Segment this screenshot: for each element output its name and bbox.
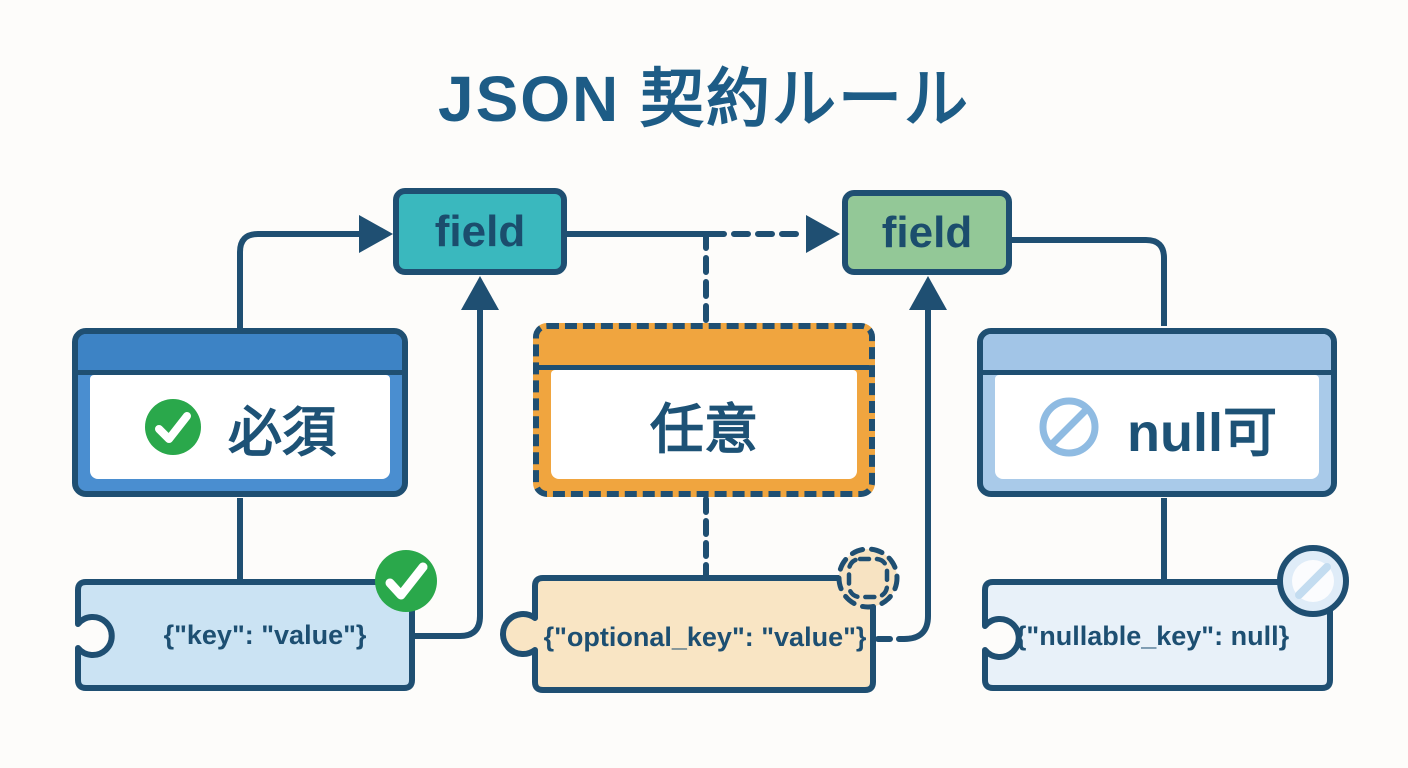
arrowhead-up-into-field-left <box>461 276 499 310</box>
json-snippet-required: {"key": "value"} <box>163 619 367 650</box>
rule-card-required: 必須 <box>72 328 408 497</box>
field-node-left-label: field <box>434 206 526 256</box>
rule-card-optional-body: 任意 <box>551 370 857 479</box>
field-node-left: field <box>393 188 567 275</box>
rule-card-required-header <box>78 334 402 375</box>
rule-card-nullable: null可 <box>977 328 1337 497</box>
check-circle-badge <box>375 550 437 612</box>
field-node-right: field <box>842 190 1012 275</box>
check-circle-icon <box>144 398 202 456</box>
rule-card-optional-header <box>539 329 869 370</box>
rule-card-nullable-header <box>983 334 1331 375</box>
rule-card-required-body: 必須 <box>90 375 390 479</box>
field-node-right-label: field <box>881 207 973 257</box>
arrowhead-up-into-field-right <box>909 276 947 310</box>
arrowhead-into-field-right <box>806 215 840 253</box>
page-title: JSON 契約ルール <box>437 63 971 135</box>
connector-puzzle-optional-to-field-right <box>903 308 931 642</box>
rule-label-optional: 任意 <box>650 400 758 460</box>
rule-label-nullable: null可 <box>1127 402 1277 463</box>
rule-card-optional: 任意 <box>533 323 875 497</box>
json-snippet-nullable: {"nullable_key": null} <box>1015 620 1290 651</box>
connector-required-to-field-left <box>237 231 362 328</box>
puzzle-piece-optional <box>500 575 876 693</box>
puzzle-piece-nullable <box>982 579 1333 691</box>
rule-label-required: 必須 <box>228 402 336 463</box>
connector-puzzle-required-to-field-left <box>412 308 483 639</box>
prohibition-icon <box>1037 395 1101 459</box>
dashed-circle-badge <box>836 546 900 610</box>
rule-card-nullable-body: null可 <box>995 375 1319 479</box>
puzzle-piece-required <box>75 579 415 691</box>
connector-field-right-to-nullable <box>1012 237 1167 326</box>
arrowhead-into-field-left <box>359 215 393 253</box>
prohibition-circle-badge <box>1277 545 1349 617</box>
json-snippet-optional: {"optional_key": "value"} <box>543 621 867 652</box>
